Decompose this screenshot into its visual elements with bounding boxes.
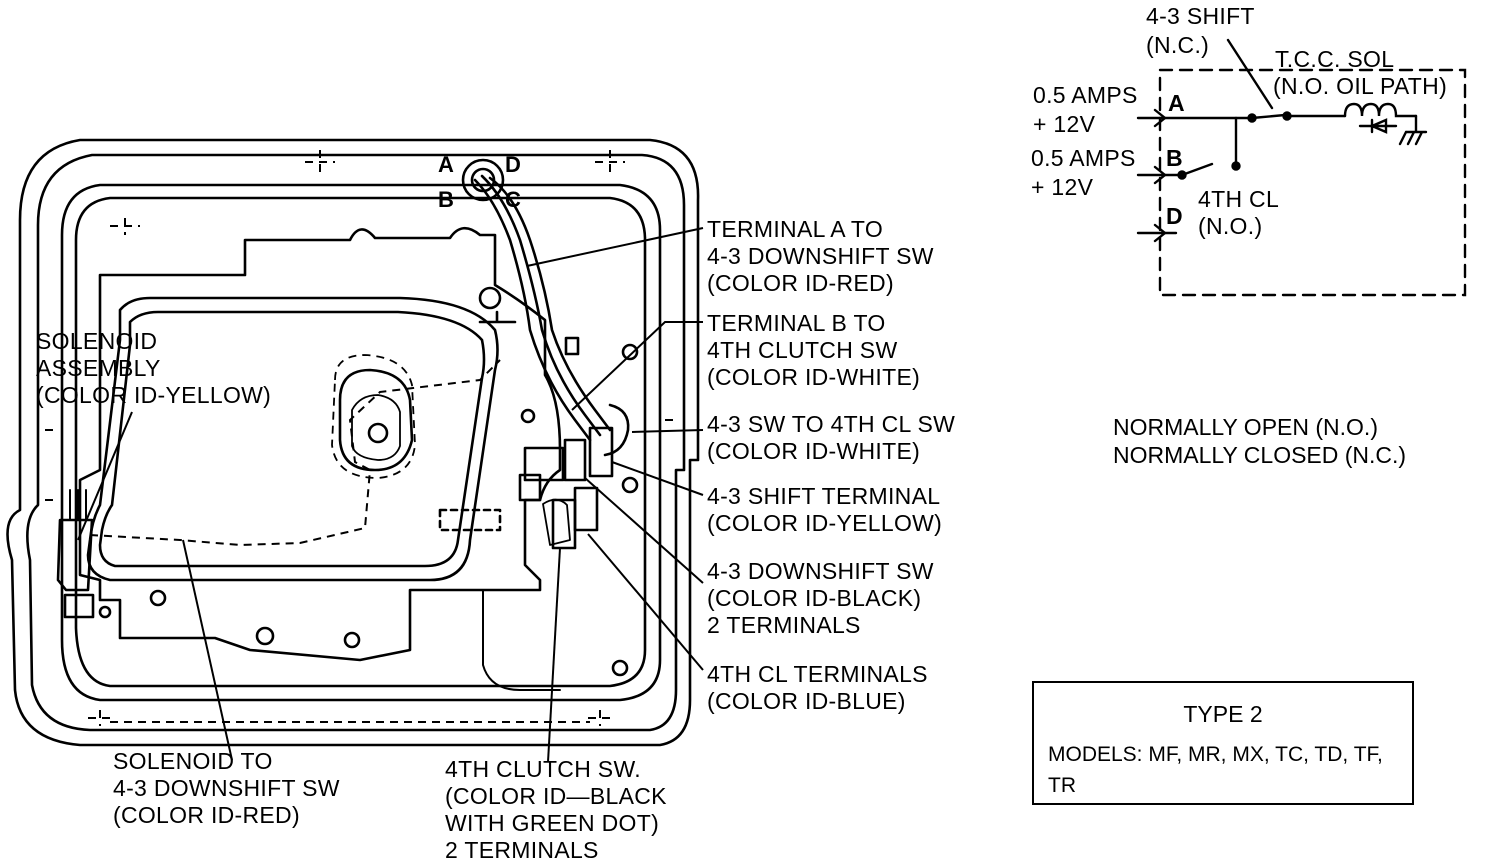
- pan-mid-outline: [26, 153, 686, 732]
- connector-pin-d: D: [505, 152, 521, 177]
- schematic-tcc-label: T.C.C. SOL (N.O. OIL PATH): [1273, 46, 1448, 99]
- pan-inner-outline-2: [74, 196, 647, 688]
- tcc-coil: [1343, 102, 1418, 118]
- schematic-pin-a: A: [1168, 90, 1185, 116]
- leader-clutch-sw: [547, 547, 561, 763]
- schematic-pin-b: B: [1166, 145, 1183, 171]
- bolt-hole: [98, 605, 112, 619]
- callout-cl-terminals: 4TH CL TERMINALS (COLOR ID-BLUE): [707, 661, 928, 714]
- leader-shift-terminal: [611, 461, 704, 496]
- schematic-pin-d: D: [1166, 203, 1183, 229]
- dashed-wire-route: [89, 359, 501, 547]
- type-models: MODELS: MF, MR, MX, TC, TD, TF, TR: [1048, 743, 1383, 797]
- callout-terminal-b: TERMINAL B TO 4TH CLUTCH SW (COLOR ID-WH…: [707, 310, 921, 390]
- type-box: TYPE 2 MODELS: MF, MR, MX, TC, TD, TF, T…: [1032, 681, 1414, 805]
- schematic-shift-label: 4-3 SHIFT (N.C.): [1146, 3, 1255, 58]
- leader-terminal-a: [526, 227, 704, 267]
- bolt-hole: [478, 286, 502, 310]
- leader-sw-to-sw: [631, 429, 704, 433]
- solenoid-oval: [338, 368, 414, 472]
- callout-solenoid-to: SOLENOID TO 4-3 DOWNSHIFT SW (COLOR ID-R…: [113, 748, 340, 828]
- pan-inner-outline: [60, 183, 662, 702]
- wire-channel-inner: [98, 310, 486, 568]
- harness-wire-1: [473, 178, 592, 442]
- callout-terminal-a: TERMINAL A TO 4-3 DOWNSHIFT SW (COLOR ID…: [707, 216, 934, 296]
- harness-wire-2: [480, 174, 602, 437]
- schematic-cl-label: 4TH CL (N.O.): [1198, 186, 1280, 239]
- type-title: TYPE 2: [1183, 701, 1263, 727]
- nc-switch-blade: [1250, 113, 1287, 120]
- schematic-dashed-box: [1158, 68, 1467, 297]
- callout-downshift-sw: 4-3 DOWNSHIFT SW (COLOR ID-BLACK) 2 TERM…: [707, 558, 934, 638]
- leader-solenoid-assembly: [77, 411, 133, 541]
- bolt-hole: [520, 408, 536, 424]
- leader-terminal-b: [571, 321, 703, 411]
- leader-downshift-sw: [584, 477, 704, 584]
- no-switch-blade: [1180, 162, 1214, 177]
- harness-wire-3: [488, 176, 612, 432]
- pan-outer-outline: [6, 138, 700, 747]
- callout-solenoid-assembly: SOLENOID ASSEMBLY (COLOR ID-YELLOW): [36, 328, 272, 408]
- valve-body-plate: [78, 226, 562, 662]
- connector-pin-c: C: [505, 187, 521, 212]
- bolt-hole: [343, 631, 361, 649]
- solenoid-bolt: [367, 422, 389, 444]
- bolt-hole: [611, 659, 629, 677]
- callout-clutch-sw: 4TH CLUTCH SW. (COLOR ID—BLACK WITH GREE…: [445, 756, 667, 863]
- callout-sw-to-sw: 4-3 SW TO 4TH CL SW (COLOR ID-WHITE): [707, 411, 956, 464]
- bolt-hole: [149, 589, 167, 607]
- bolt-hole: [621, 343, 639, 361]
- downshift-switch-body: [573, 486, 599, 532]
- schematic-input-a: 0.5 AMPS + 12V: [1033, 82, 1138, 137]
- schematic-input-b: 0.5 AMPS + 12V: [1031, 145, 1136, 200]
- connector-pin-a: A: [438, 152, 454, 177]
- terminal-block-mid: [563, 438, 587, 482]
- connector-outer: [461, 158, 505, 202]
- connector-pin-b: B: [438, 187, 454, 212]
- legend: NORMALLY OPEN (N.O.) NORMALLY CLOSED (N.…: [1113, 414, 1407, 468]
- callout-shift-terminal: 4-3 SHIFT TERMINAL (COLOR ID-YELLOW): [707, 483, 943, 536]
- bolt-hole: [621, 476, 639, 494]
- terminal-block-left: [523, 446, 565, 482]
- leader-solenoid-to: [182, 539, 233, 761]
- leader-cl-terminals: [587, 533, 704, 671]
- bolt-hole: [255, 626, 275, 646]
- clutch-switch-body: [551, 498, 577, 550]
